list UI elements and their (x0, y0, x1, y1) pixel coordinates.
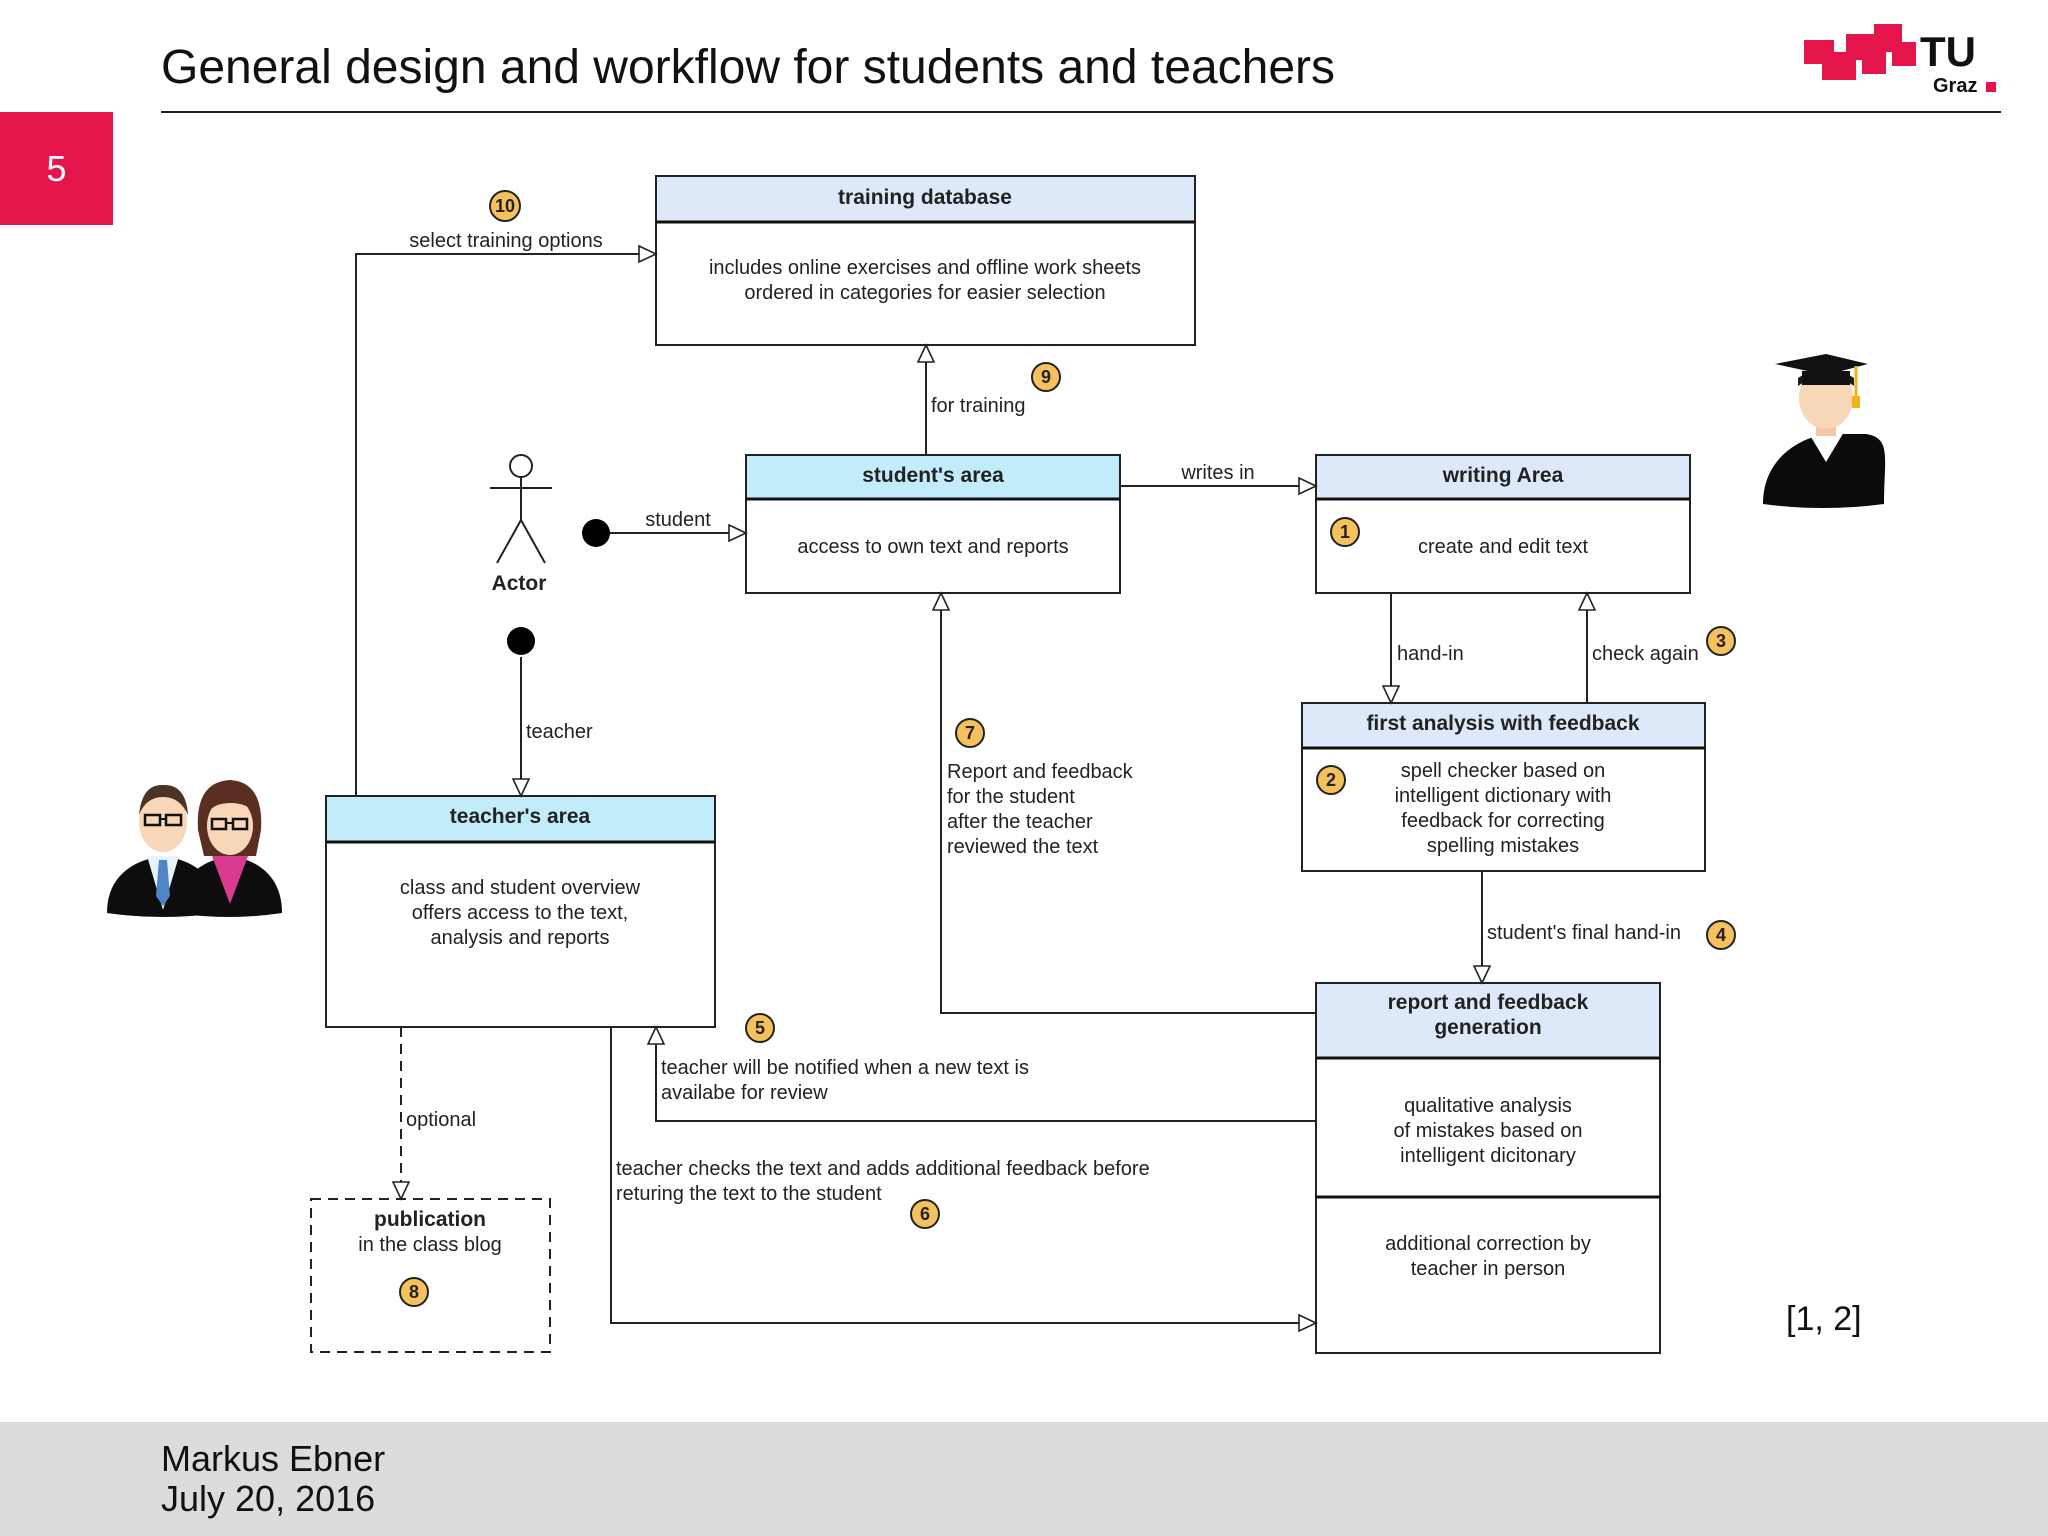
training-database-title: training database (838, 186, 1012, 209)
svg-text:1: 1 (1340, 522, 1350, 542)
actor-stick-figure-icon (490, 454, 552, 564)
label-optional: optional (406, 1109, 476, 1131)
report-generation-text-2: of mistakes based on (1394, 1120, 1583, 1142)
badge-10: 10 (489, 190, 521, 222)
label-hand-in: hand-in (1397, 643, 1464, 665)
label-check-again: check again (1592, 643, 1699, 665)
first-analysis-box: first analysis with feedback spell check… (1301, 702, 1706, 872)
first-analysis-text-2: intelligent dictionary with (1395, 785, 1612, 807)
badge-1: 1 (1330, 517, 1360, 547)
svg-text:2: 2 (1326, 770, 1336, 790)
label-writes-in: writes in (1180, 462, 1254, 484)
edge-teacher-checks (610, 1027, 1316, 1323)
label-for-training: for training (931, 395, 1026, 417)
title-divider (161, 111, 2001, 113)
training-database-box: training database includes online exerci… (655, 175, 1196, 346)
training-database-text-2: ordered in categories for easier selecti… (744, 282, 1105, 304)
svg-text:3: 3 (1716, 631, 1726, 651)
report-generation-text2-1: additional correction by (1385, 1233, 1591, 1255)
training-database-text-1: includes online exercises and offline wo… (709, 257, 1141, 279)
publication-title: publication (374, 1208, 486, 1231)
label-teacher-notified-1: teacher will be notified when a new text… (661, 1057, 1029, 1079)
teachers-icon (107, 780, 282, 917)
teachers-area-title: teacher's area (450, 805, 591, 828)
label-report-feedback-1: Report and feedback (947, 761, 1134, 783)
svg-text:6: 6 (920, 1204, 930, 1224)
footer-author: Markus Ebner (161, 1438, 386, 1479)
writing-area-box: writing Area create and edit text (1315, 454, 1691, 594)
page-number-badge: 5 (0, 112, 113, 225)
writing-area-title: writing Area (1442, 464, 1564, 487)
edge-select-training (355, 254, 656, 796)
report-generation-text2-2: teacher in person (1411, 1258, 1566, 1280)
page-number: 5 (46, 148, 67, 189)
first-analysis-text-3: feedback for correcting (1401, 810, 1604, 832)
label-report-feedback-4: reviewed the text (947, 836, 1099, 858)
footer-date: July 20, 2016 (161, 1478, 376, 1519)
label-report-feedback-2: for the student (947, 786, 1075, 808)
report-generation-box: report and feedback generation qualitati… (1315, 982, 1661, 1354)
student-graduate-icon (1763, 354, 1886, 508)
svg-text:8: 8 (409, 1282, 419, 1302)
workflow-diagram: training database includes online exerci… (107, 175, 1886, 1354)
first-analysis-text-1: spell checker based on (1401, 760, 1606, 782)
badge-3: 3 (1706, 626, 1736, 656)
actor-label: Actor (492, 572, 547, 595)
first-analysis-text-4: spelling mistakes (1427, 835, 1579, 857)
teacher-start-dot (507, 627, 535, 655)
students-area-title: student's area (862, 464, 1004, 487)
label-report-feedback-3: after the teacher (947, 811, 1093, 833)
writing-area-text: create and edit text (1418, 536, 1589, 558)
teachers-area-text-3: analysis and reports (431, 927, 610, 949)
student-start-dot (582, 519, 610, 547)
edge-report-feedback (941, 593, 1316, 1014)
label-select-training: select training options (409, 230, 602, 252)
label-teacher: teacher (526, 721, 593, 743)
label-teacher-notified-2: availabe for review (661, 1082, 828, 1104)
report-generation-text-1: qualitative analysis (1404, 1095, 1572, 1117)
students-area-box: student's area access to own text and re… (745, 454, 1121, 594)
publication-text: in the class blog (358, 1234, 501, 1256)
badge-5: 5 (745, 1013, 775, 1043)
label-final-hand-in: student's final hand-in (1487, 922, 1681, 944)
svg-text:9: 9 (1041, 367, 1051, 387)
logo-tu-text: TU (1920, 28, 1976, 75)
svg-text:7: 7 (965, 723, 975, 743)
teachers-area-box: teacher's area class and student overvie… (325, 795, 716, 1028)
svg-text:10: 10 (495, 196, 515, 216)
label-teacher-checks-1: teacher checks the text and adds additio… (616, 1158, 1150, 1180)
badge-4: 4 (1706, 920, 1736, 950)
svg-text:4: 4 (1716, 925, 1726, 945)
tu-graz-logo: TU Graz (1804, 24, 1996, 97)
label-student: student (645, 509, 711, 531)
svg-text:5: 5 (755, 1018, 765, 1038)
badge-7: 7 (955, 718, 985, 748)
publication-box: publication in the class blog (310, 1198, 551, 1353)
students-area-text: access to own text and reports (797, 536, 1068, 558)
teachers-area-text-2: offers access to the text, (412, 902, 628, 924)
badge-2: 2 (1316, 765, 1346, 795)
report-generation-title-1: report and feedback (1388, 991, 1589, 1014)
badge-8: 8 (399, 1277, 429, 1307)
report-generation-title-2: generation (1434, 1016, 1541, 1039)
report-generation-text-3: intelligent dicitonary (1400, 1145, 1576, 1167)
first-analysis-title: first analysis with feedback (1366, 712, 1639, 735)
edge-teacher-notified (656, 1027, 1316, 1122)
teachers-area-text-1: class and student overview (400, 877, 641, 899)
logo-graz-text: Graz (1933, 75, 1977, 97)
badge-6: 6 (910, 1199, 940, 1229)
footer-bar: Markus Ebner July 20, 2016 (0, 1422, 2048, 1536)
reference-citation: [1, 2] (1786, 1300, 1862, 1338)
label-teacher-checks-2: returing the text to the student (616, 1183, 882, 1205)
slide-title: General design and workflow for students… (161, 41, 1336, 94)
badge-9: 9 (1031, 362, 1061, 392)
